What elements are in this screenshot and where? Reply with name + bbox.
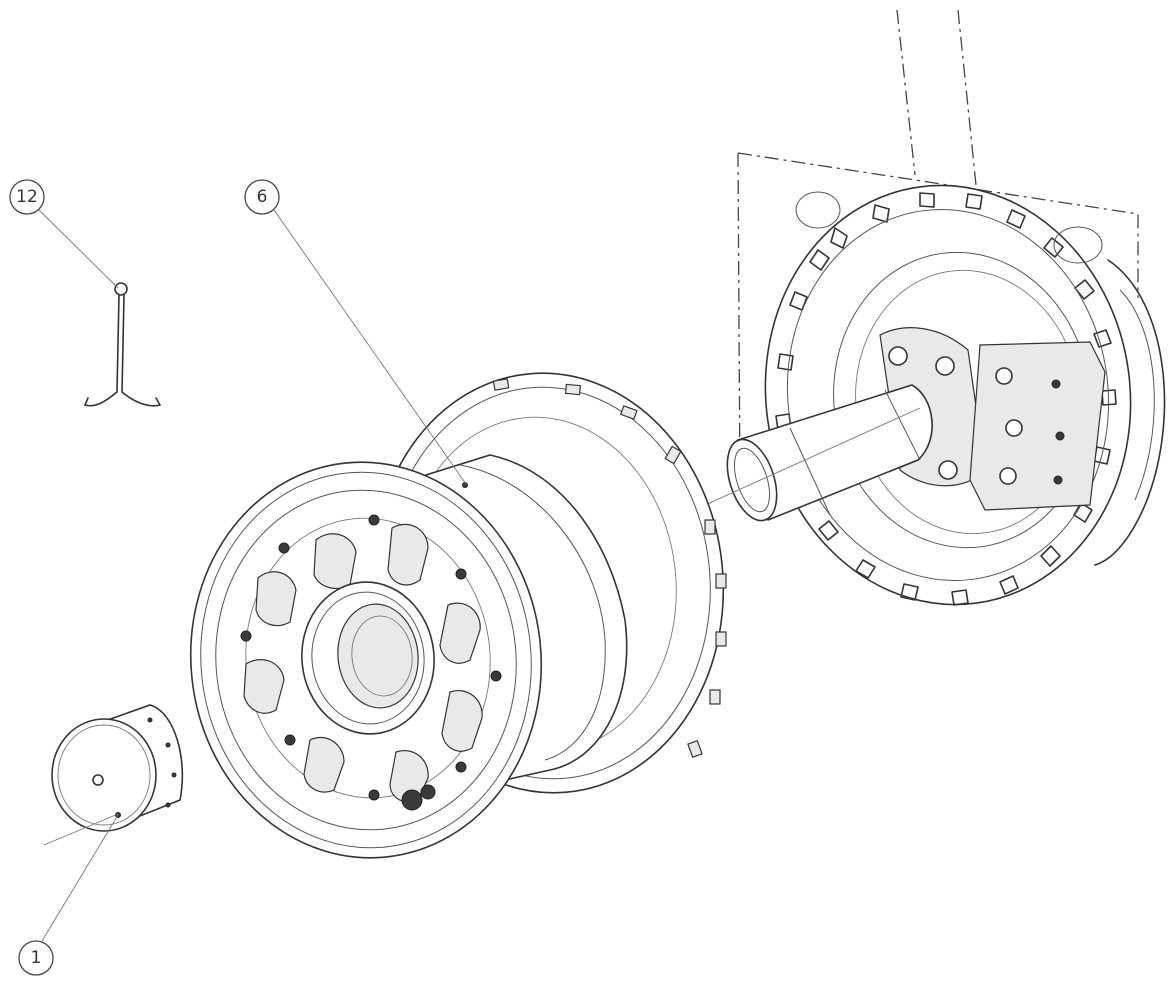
bracket-bolts bbox=[995, 367, 1065, 485]
valve-stem bbox=[401, 789, 423, 811]
callout-12: 12 bbox=[9, 179, 45, 215]
brake-disk-assembly bbox=[726, 184, 1166, 606]
callout-1: 1 bbox=[18, 940, 54, 976]
mounting-plane bbox=[737, 9, 1139, 491]
callout-6: 6 bbox=[244, 179, 280, 215]
hub-cap bbox=[51, 704, 184, 832]
lightening-holes bbox=[243, 523, 483, 803]
callout-6-label: 6 bbox=[257, 187, 268, 207]
callout-1-label: 1 bbox=[31, 948, 42, 968]
hook-tool bbox=[84, 282, 161, 407]
face-bolts bbox=[240, 514, 502, 801]
disk-notches bbox=[775, 192, 1117, 606]
leader-lines bbox=[38, 209, 467, 846]
wheel-face bbox=[189, 461, 543, 859]
callout-12-label: 12 bbox=[16, 187, 38, 207]
drum-teeth bbox=[492, 378, 727, 759]
